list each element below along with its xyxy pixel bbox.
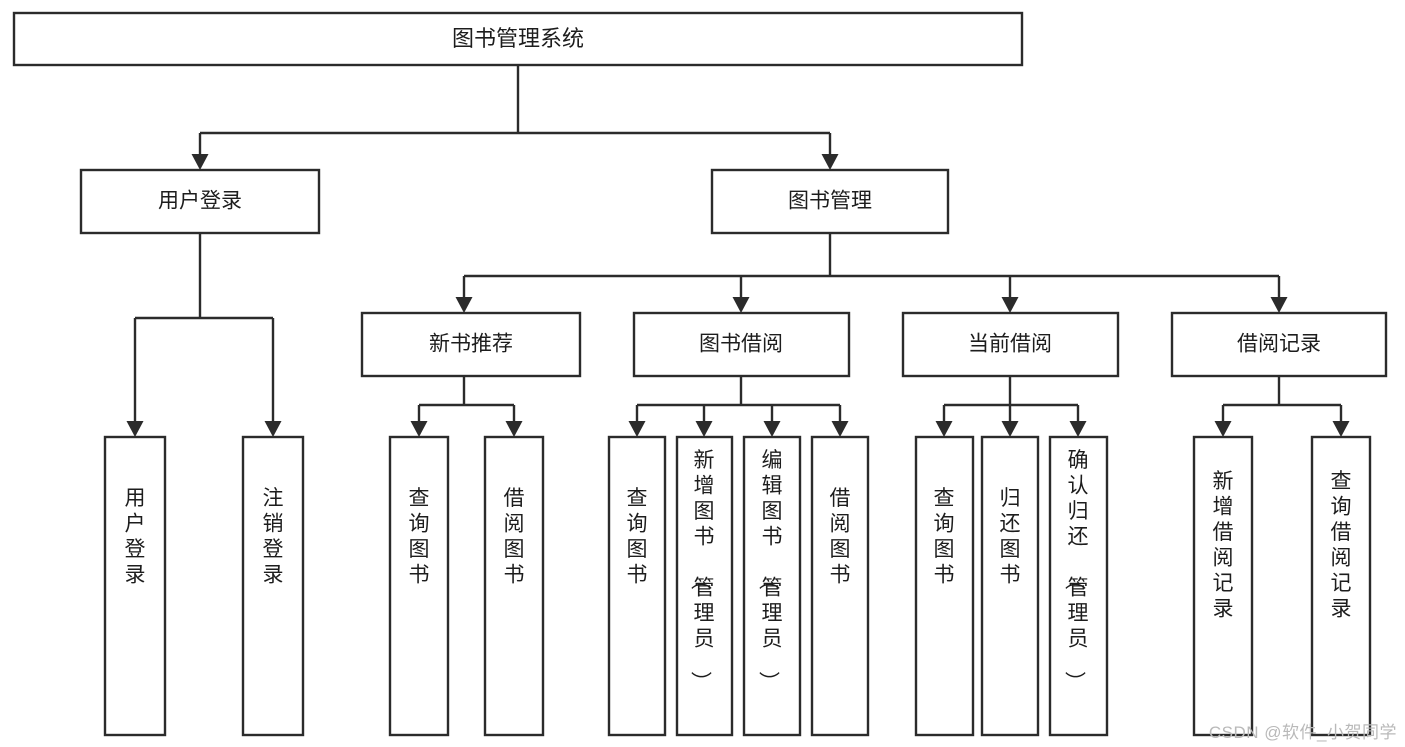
node-borrow-records[interactable]: 借阅记录 bbox=[1170, 311, 1388, 378]
connector-records-to-leaves bbox=[1214, 376, 1350, 437]
arrow-head-icon bbox=[1069, 421, 1087, 437]
leaf-node[interactable]: 查询图书 bbox=[388, 435, 450, 737]
node-current-borrow-box[interactable] bbox=[901, 311, 1120, 378]
connector-root-to-level2 bbox=[191, 65, 839, 170]
arrow-head-icon bbox=[763, 421, 781, 437]
node-new-book-recommend-label: 新书推荐 bbox=[429, 333, 513, 356]
leaf-label: 新增借阅记录 bbox=[1213, 470, 1234, 621]
connector-newbook-to-leaves bbox=[410, 376, 523, 437]
leaf-box[interactable] bbox=[1048, 435, 1109, 737]
leaf-label: 借阅图书 bbox=[504, 487, 525, 587]
node-book-management[interactable]: 图书管理 bbox=[710, 168, 950, 235]
leaf-box[interactable] bbox=[675, 435, 734, 737]
leaf-node[interactable]: 编辑图书（管理员） bbox=[742, 435, 802, 737]
leaf-node[interactable]: 确认归还（管理员） bbox=[1048, 435, 1109, 737]
arrow-head-icon bbox=[935, 421, 953, 437]
leaf-node[interactable]: 归还图书 bbox=[980, 435, 1040, 737]
leaf-box[interactable] bbox=[103, 435, 167, 737]
arrow-head-icon bbox=[1332, 421, 1350, 437]
leaf-node[interactable]: 借阅图书 bbox=[810, 435, 870, 737]
node-root-label: 图书管理系统 bbox=[452, 26, 584, 51]
leaf-box[interactable] bbox=[607, 435, 667, 737]
arrow-head-icon bbox=[191, 154, 209, 170]
node-book-management-box[interactable] bbox=[710, 168, 950, 235]
leaf-label: 注销登录 bbox=[263, 487, 284, 587]
leaf-box[interactable] bbox=[1310, 435, 1372, 737]
node-root[interactable]: 图书管理系统 bbox=[12, 11, 1024, 67]
arrow-head-icon bbox=[1270, 297, 1288, 313]
leaf-label: 归还图书 bbox=[1000, 487, 1021, 587]
leaf-label: 查询借阅记录 bbox=[1331, 470, 1352, 621]
node-book-borrow-label: 图书借阅 bbox=[699, 333, 783, 356]
arrow-head-icon bbox=[1001, 297, 1019, 313]
leaf-label: 编辑图书（管理员） bbox=[757, 449, 783, 692]
arrow-head-icon bbox=[505, 421, 523, 437]
node-current-borrow-label: 当前借阅 bbox=[968, 333, 1052, 356]
arrow-head-icon bbox=[732, 297, 750, 313]
leaf-label: 查询图书 bbox=[934, 487, 955, 587]
connector-userlogin-to-leaves bbox=[126, 233, 282, 437]
leaf-label: 新增图书（管理员） bbox=[689, 449, 715, 692]
node-user-login[interactable]: 用户登录 bbox=[79, 168, 321, 235]
leaf-label: 借阅图书 bbox=[830, 487, 851, 587]
leaf-box[interactable] bbox=[483, 435, 545, 737]
leaf-node[interactable]: 新增借阅记录 bbox=[1192, 435, 1254, 737]
leaf-box[interactable] bbox=[1192, 435, 1254, 737]
arrow-head-icon bbox=[126, 421, 144, 437]
arrow-head-icon bbox=[628, 421, 646, 437]
node-root-box[interactable] bbox=[12, 11, 1024, 67]
leaf-label: 查询图书 bbox=[409, 487, 430, 587]
arrow-head-icon bbox=[831, 421, 849, 437]
arrow-head-icon bbox=[695, 421, 713, 437]
connector-current-to-leaves bbox=[935, 376, 1087, 437]
leaf-box[interactable] bbox=[241, 435, 305, 737]
connector-borrow-to-leaves bbox=[628, 376, 849, 437]
leaf-node[interactable]: 查询图书 bbox=[607, 435, 667, 737]
node-new-book-recommend-box[interactable] bbox=[360, 311, 582, 378]
arrow-head-icon bbox=[264, 421, 282, 437]
leaf-label: 查询图书 bbox=[627, 487, 648, 587]
leaf-node[interactable]: 注销登录 bbox=[241, 435, 305, 737]
leaf-box[interactable] bbox=[914, 435, 975, 737]
arrow-head-icon bbox=[410, 421, 428, 437]
node-book-management-label: 图书管理 bbox=[788, 190, 872, 213]
node-book-borrow[interactable]: 图书借阅 bbox=[632, 311, 851, 378]
leaf-node[interactable]: 查询图书 bbox=[914, 435, 975, 737]
leaf-box[interactable] bbox=[388, 435, 450, 737]
node-book-borrow-box[interactable] bbox=[632, 311, 851, 378]
leaf-box[interactable] bbox=[980, 435, 1040, 737]
leaf-node[interactable]: 借阅图书 bbox=[483, 435, 545, 737]
node-current-borrow[interactable]: 当前借阅 bbox=[901, 311, 1120, 378]
leaf-box[interactable] bbox=[810, 435, 870, 737]
arrow-head-icon bbox=[1001, 421, 1019, 437]
leaf-box[interactable] bbox=[742, 435, 802, 737]
node-borrow-records-box[interactable] bbox=[1170, 311, 1388, 378]
leaf-node[interactable]: 用户登录 bbox=[103, 435, 167, 737]
arrow-head-icon bbox=[1214, 421, 1232, 437]
arrow-head-icon bbox=[455, 297, 473, 313]
connector-bookmgmt-to-level3 bbox=[455, 233, 1288, 313]
node-user-login-box[interactable] bbox=[79, 168, 321, 235]
node-borrow-records-label: 借阅记录 bbox=[1237, 333, 1321, 356]
arrow-head-icon bbox=[821, 154, 839, 170]
leaf-label: 用户登录 bbox=[125, 487, 146, 587]
leaf-label: 确认归还（管理员） bbox=[1063, 449, 1089, 692]
leaf-node[interactable]: 新增图书（管理员） bbox=[675, 435, 734, 737]
node-user-login-label: 用户登录 bbox=[158, 190, 242, 213]
leaf-node[interactable]: 查询借阅记录 bbox=[1310, 435, 1372, 737]
node-new-book-recommend[interactable]: 新书推荐 bbox=[360, 311, 582, 378]
